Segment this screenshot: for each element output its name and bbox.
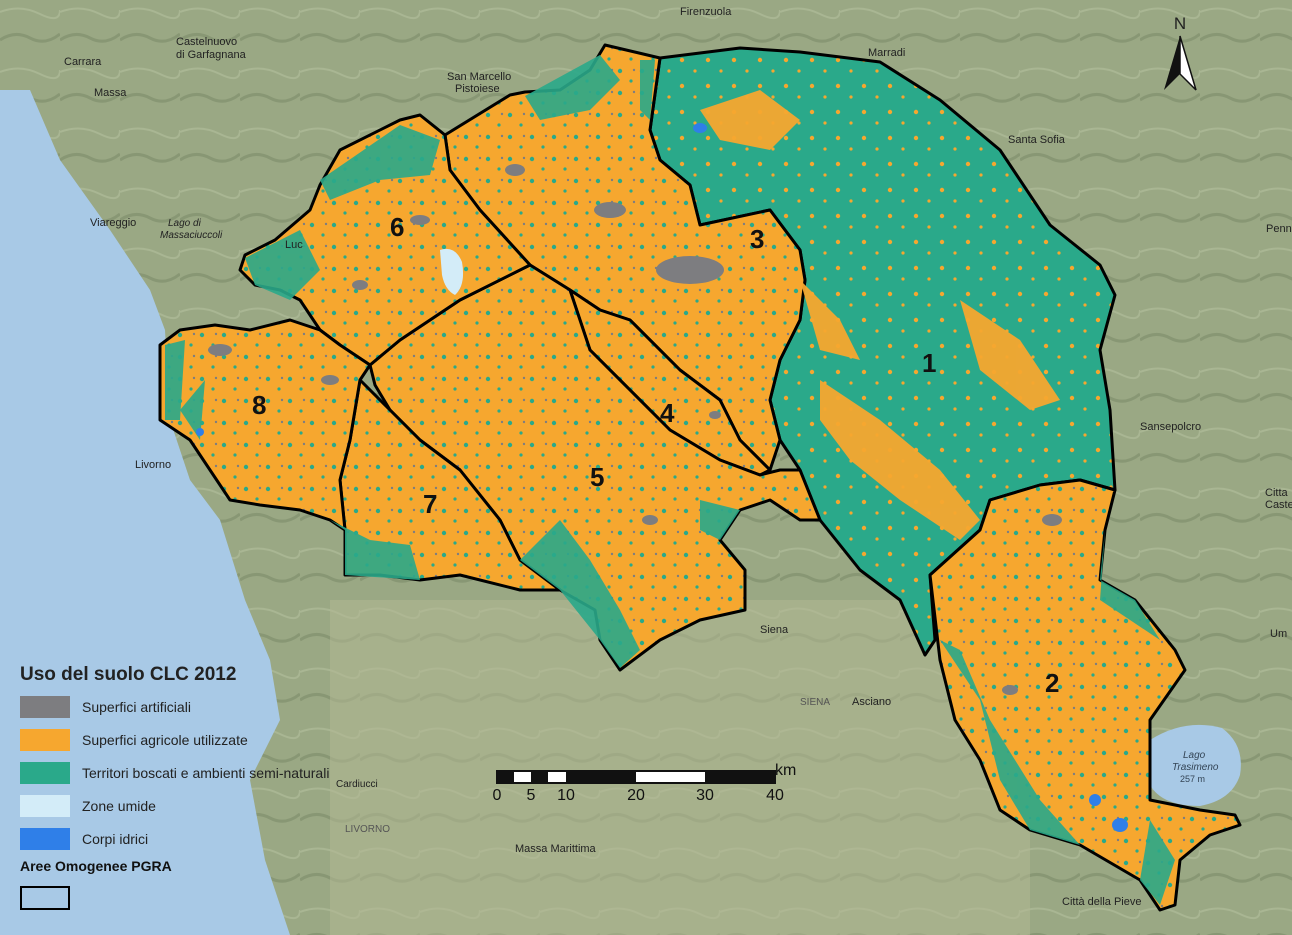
place-pistoiese: Pistoiese xyxy=(455,83,500,95)
zone-label-3: 3 xyxy=(750,224,764,254)
place-cardiucci: Cardiucci xyxy=(336,779,378,790)
legend-label-forest: Territori boscati e ambienti semi-natura… xyxy=(82,765,330,781)
zone-label-1: 1 xyxy=(922,348,936,378)
scale-tick-30: 30 xyxy=(696,787,714,804)
sea xyxy=(0,90,290,935)
place-lago: Lago di xyxy=(168,218,202,229)
legend-item-artificial: Superfici artificiali xyxy=(20,694,390,720)
north-label: N xyxy=(1173,14,1187,33)
zone-label-4: 4 xyxy=(660,398,675,428)
legend-item-forest: Territori boscati e ambienti semi-natura… xyxy=(20,760,390,786)
place-caste: Caste xyxy=(1265,499,1292,511)
legend-title: Uso del suolo CLC 2012 xyxy=(20,664,237,685)
place-santa-sofia: Santa Sofia xyxy=(1008,134,1066,146)
lake-trasimeno xyxy=(1150,724,1241,806)
scale-bar: km 0 5 10 20 30 40 xyxy=(488,760,808,810)
place-umbria: Um xyxy=(1270,628,1287,640)
scale-tick-0: 0 xyxy=(492,787,502,804)
terrain-south-shade xyxy=(330,600,1030,935)
water-bodies xyxy=(196,123,1128,832)
wetland-massaciuccoli xyxy=(440,248,464,295)
scale-tick-20: 20 xyxy=(627,787,645,804)
legend-item-agricultural: Superfici agricole utilizzate xyxy=(20,727,390,753)
legend-swatch-artificial xyxy=(20,696,70,718)
place-penne: Penn xyxy=(1266,223,1292,235)
forest-patches xyxy=(165,55,1175,905)
zone-8-area xyxy=(158,318,372,532)
place-livorno: Livorno xyxy=(135,459,171,471)
place-castelnuovo: Castelnuovo xyxy=(176,36,237,48)
legend-label-water: Corpi idrici xyxy=(82,831,149,847)
place-asciano: Asciano xyxy=(852,696,891,708)
place-trasimeno-elevation: 257 m xyxy=(1180,774,1205,784)
legend-swatch-water xyxy=(20,828,70,850)
place-lago-trasimeno: Lago xyxy=(1183,750,1206,761)
legend-swatch-agricultural xyxy=(20,729,70,751)
legend-boundary-swatch xyxy=(20,886,70,910)
zone-label-5: 5 xyxy=(590,462,604,492)
zone-label-6: 6 xyxy=(390,212,404,242)
artificial-surfaces xyxy=(208,164,1062,695)
scale-tick-10: 10 xyxy=(557,787,575,804)
legend-boundary-title: Aree Omogenee PGRA xyxy=(20,858,172,874)
legend-item-water: Corpi idrici xyxy=(20,826,390,852)
scale-tick-5: 5 xyxy=(526,787,536,804)
scale-tick-40: 40 xyxy=(766,787,784,804)
zone-label-8: 8 xyxy=(252,390,266,420)
north-arrow: N xyxy=(1158,14,1202,98)
place-massaciuccoli: Massaciuccoli xyxy=(160,230,223,241)
place-siena: Siena xyxy=(760,624,789,636)
place-siena-province: SIENA xyxy=(800,697,830,708)
place-san-marcello: San Marcello xyxy=(447,71,511,83)
legend-label-artificial: Superfici artificiali xyxy=(82,699,191,715)
legend-swatch-wetland xyxy=(20,795,70,817)
zone-label-7: 7 xyxy=(423,489,437,519)
place-carrara: Carrara xyxy=(64,56,102,68)
legend-label-agricultural: Superfici agricole utilizzate xyxy=(82,732,248,748)
place-garfagnana: di Garfagnana xyxy=(176,49,247,61)
zone-1-agri-patches xyxy=(700,90,1060,540)
place-livorno-province: LIVORNO xyxy=(345,824,390,835)
place-sansepolcro: Sansepolcro xyxy=(1140,421,1201,433)
north-arrow-icon xyxy=(1164,35,1197,91)
legend-label-wetland: Zone umide xyxy=(82,798,156,814)
scale-unit: km xyxy=(775,762,797,779)
place-massa: Massa xyxy=(94,87,127,99)
place-trasimeno: Trasimeno xyxy=(1172,762,1219,773)
place-viareggio: Viareggio xyxy=(90,217,136,229)
legend-item-wetland: Zone umide xyxy=(20,793,390,819)
zone-label-2: 2 xyxy=(1045,668,1059,698)
place-marradi: Marradi xyxy=(868,47,905,59)
place-firenzuola: Firenzuola xyxy=(680,6,732,18)
place-citta: Citta xyxy=(1265,487,1289,499)
scale-bar-graphic xyxy=(496,770,776,784)
place-lucca: Luc xyxy=(285,239,303,251)
place-massa-marittima: Massa Marittima xyxy=(515,843,597,855)
place-citta-della-pieve: Città della Pieve xyxy=(1062,896,1142,908)
legend: Uso del suolo CLC 2012 Superfici artific… xyxy=(14,660,386,922)
legend-swatch-forest xyxy=(20,762,70,784)
